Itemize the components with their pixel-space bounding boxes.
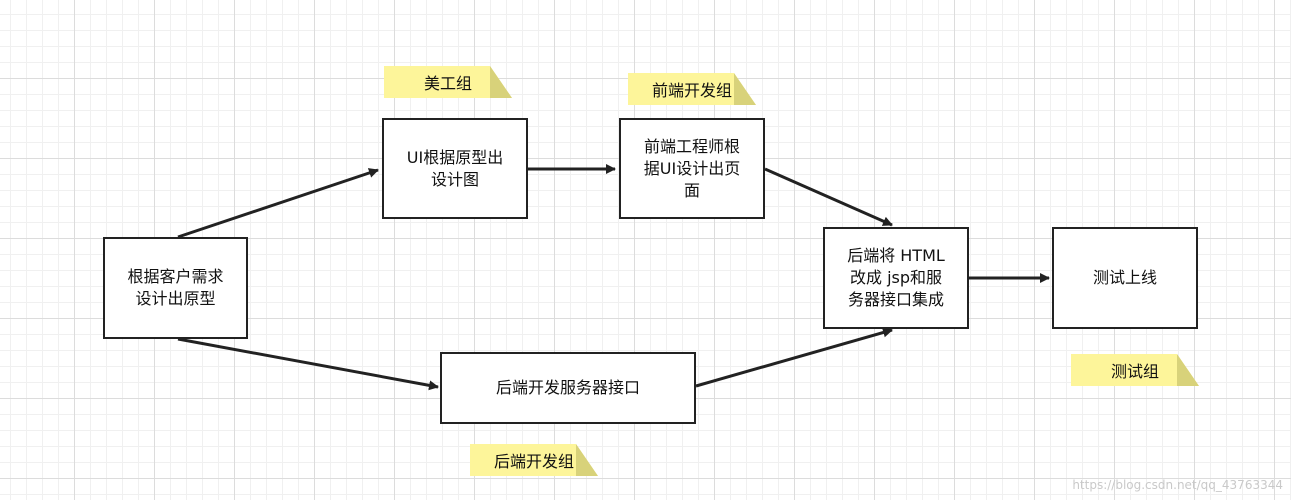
node-testing-label: 测试上线 (1092, 268, 1157, 287)
node-backend-api[interactable]: 后端开发服务器接口 (440, 352, 696, 424)
node-backend-api-label: 后端开发服务器接口 (495, 378, 640, 397)
node-integration[interactable]: 后端将 HTML 改成 jsp和服 务器接口集成 (823, 227, 969, 329)
note-design-team-label: 美工组 (423, 74, 472, 93)
arrow-backend-api-to-integration (695, 327, 893, 388)
node-testing[interactable]: 测试上线 (1052, 227, 1198, 329)
node-ui-design-label: UI根据原型出 设计图 (406, 147, 504, 189)
watermark: https://blog.csdn.net/qq_43763344 (1072, 478, 1283, 492)
arrow-requirements-to-backend-api (177, 337, 439, 391)
node-requirements-label: 根据客户需求 设计出原型 (127, 267, 224, 308)
node-requirements[interactable]: 根据客户需求 设计出原型 (103, 237, 248, 339)
note-backend-team-label: 后端开发组 (493, 452, 574, 471)
node-ui-design[interactable]: UI根据原型出 设计图 (382, 118, 528, 219)
arrow-requirements-to-ui-design (177, 168, 379, 239)
arrow-frontend-page-to-integration (764, 167, 893, 227)
note-test-team-label: 测试组 (1110, 362, 1159, 381)
node-frontend-page-label: 前端工程师根 据UI设计出页 面 (643, 136, 741, 200)
node-integration-label: 后端将 HTML 改成 jsp和服 务器接口集成 (847, 246, 945, 309)
node-frontend-page[interactable]: 前端工程师根 据UI设计出页 面 (619, 118, 765, 219)
note-frontend-team-label: 前端开发组 (651, 81, 732, 100)
